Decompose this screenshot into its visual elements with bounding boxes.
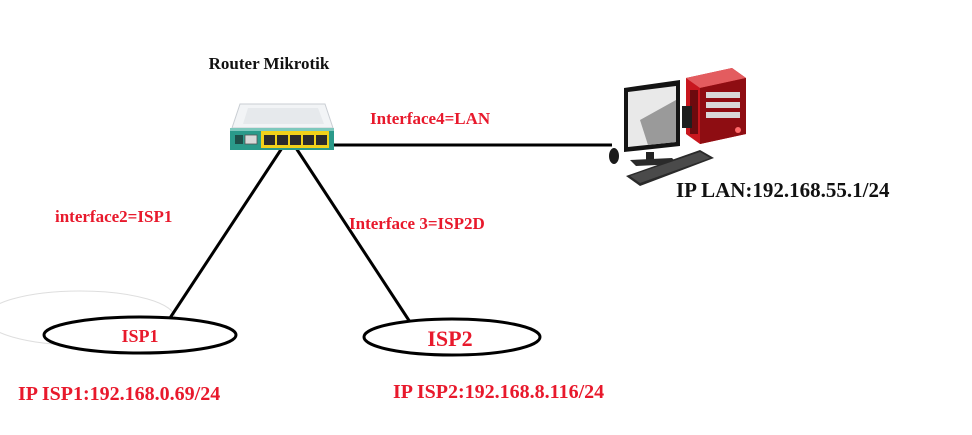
- isp2-ip-address: IP ISP2:192.168.8.116/24: [393, 381, 604, 403]
- link-isp1: [168, 147, 284, 319]
- isp2-link-label: Interface 3=ISP2D: [349, 214, 485, 233]
- isp1-node-label: ISP1: [121, 326, 158, 346]
- isp1-ip-address: IP ISP1:192.168.0.69/24: [18, 383, 220, 405]
- isp1-node: [42, 315, 238, 355]
- router-icon: [230, 103, 334, 150]
- isp2-node-label: ISP2: [427, 326, 472, 351]
- link-isp2: [294, 147, 412, 323]
- router-title: Router Mikrotik: [209, 54, 330, 73]
- isp2-node: [362, 317, 542, 357]
- computer-icon: [609, 68, 746, 186]
- lan-link-label: Interface4=LAN: [370, 109, 491, 128]
- isp1-link-label: interface2=ISP1: [55, 207, 172, 226]
- lan-ip-address: IP LAN:192.168.55.1/24: [676, 178, 890, 202]
